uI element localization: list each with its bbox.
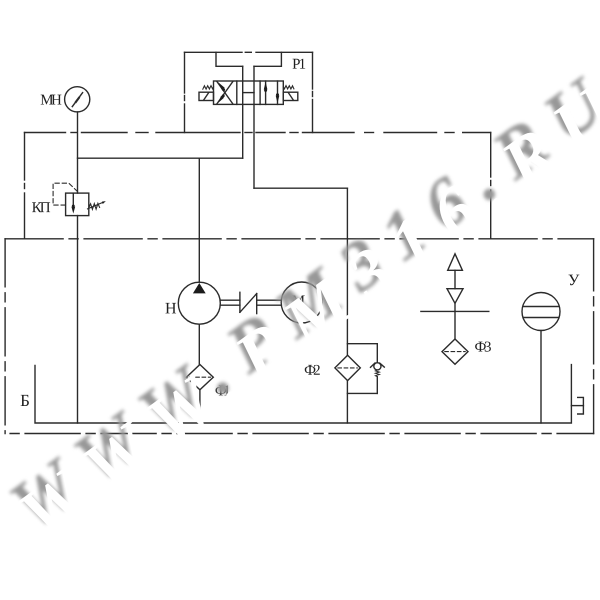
svg-text:М: М — [292, 293, 305, 309]
svg-text:КП: КП — [32, 200, 51, 216]
svg-text:МН: МН — [40, 93, 62, 109]
svg-text:Ф2: Ф2 — [304, 363, 321, 379]
svg-text:Б: Б — [20, 391, 30, 410]
svg-text:Р1: Р1 — [292, 57, 306, 73]
svg-text:У: У — [568, 272, 580, 289]
svg-text:Ф3: Ф3 — [474, 339, 491, 355]
svg-text:Н: Н — [165, 300, 177, 317]
svg-text:Ф1: Ф1 — [215, 383, 231, 399]
